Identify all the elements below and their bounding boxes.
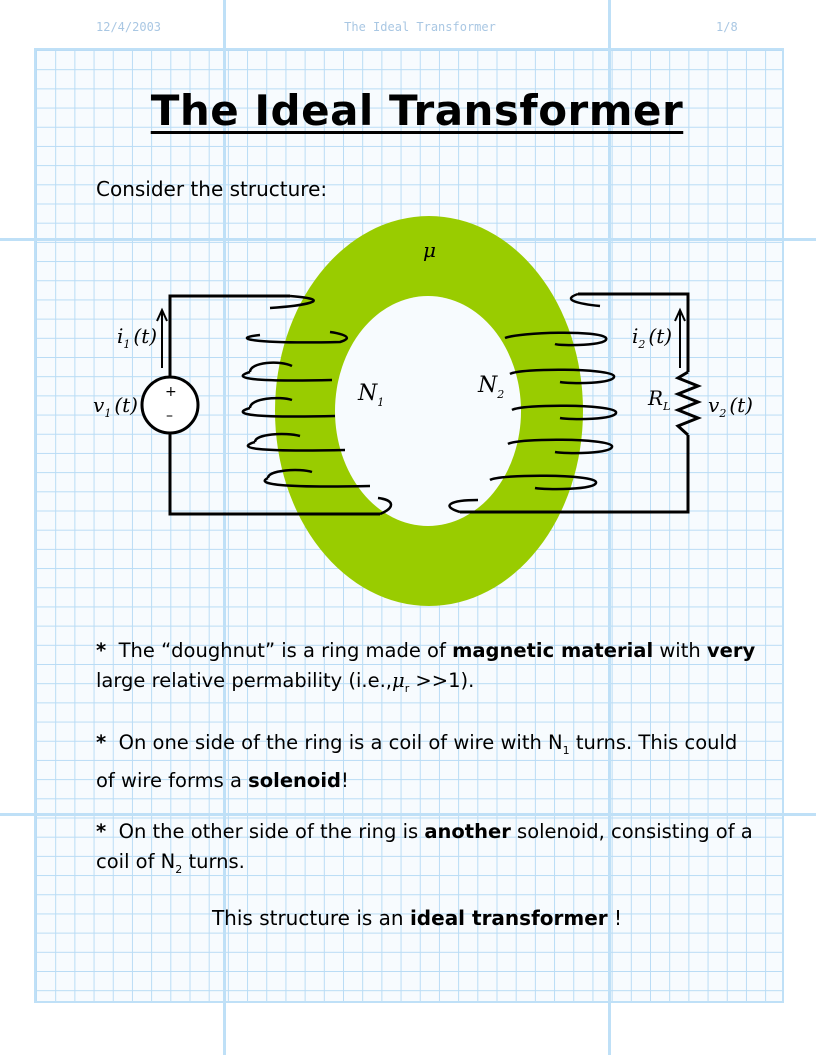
grid-guide-h2 [0,813,816,816]
page-header-number: 1/8 [716,20,738,34]
label-n1: N1 [357,381,384,409]
label-i1: i1(t) [117,324,157,351]
source-plus-sign: + [165,384,177,400]
current-arrow-i2 [674,307,686,368]
grid-guide-v2 [608,0,611,1055]
secondary-coil [448,292,618,514]
page-header-title: The Ideal Transformer [344,20,496,34]
primary-coil [241,294,393,516]
page-header-date: 12/4/2003 [96,20,162,34]
paragraph-secondary-coil: * On the other side of the ring is anoth… [96,820,753,876]
primary-circuit-wires [168,294,380,516]
label-v2: v2(t) [708,393,753,420]
paragraph-magnetic-material: * The “doughnut” is a ring made of magne… [96,639,756,695]
magnetic-core-hole [335,296,521,526]
transformer-diagram: + – μ i1(t) v1(t) N1 N2 i2(t) RL v2(t) [93,216,753,606]
label-rl: RL [647,386,670,413]
source-minus-sign: – [166,408,173,424]
intro-text: Consider the structure: [96,177,328,201]
label-n2: N2 [477,373,504,401]
grid-guide-v1 [223,0,226,1055]
current-arrow-i1 [156,307,168,368]
conclusion-text: This structure is an ideal transformer ! [211,906,623,930]
secondary-circuit-wires [460,292,703,514]
label-i2: i2(t) [632,324,672,351]
paragraph-primary-coil: * On one side of the ring is a coil of w… [96,731,738,792]
page-title: The Ideal Transformer [150,86,684,135]
label-v1: v1(t) [93,393,138,420]
label-mu: μ [423,238,436,262]
voltage-source [140,375,200,435]
